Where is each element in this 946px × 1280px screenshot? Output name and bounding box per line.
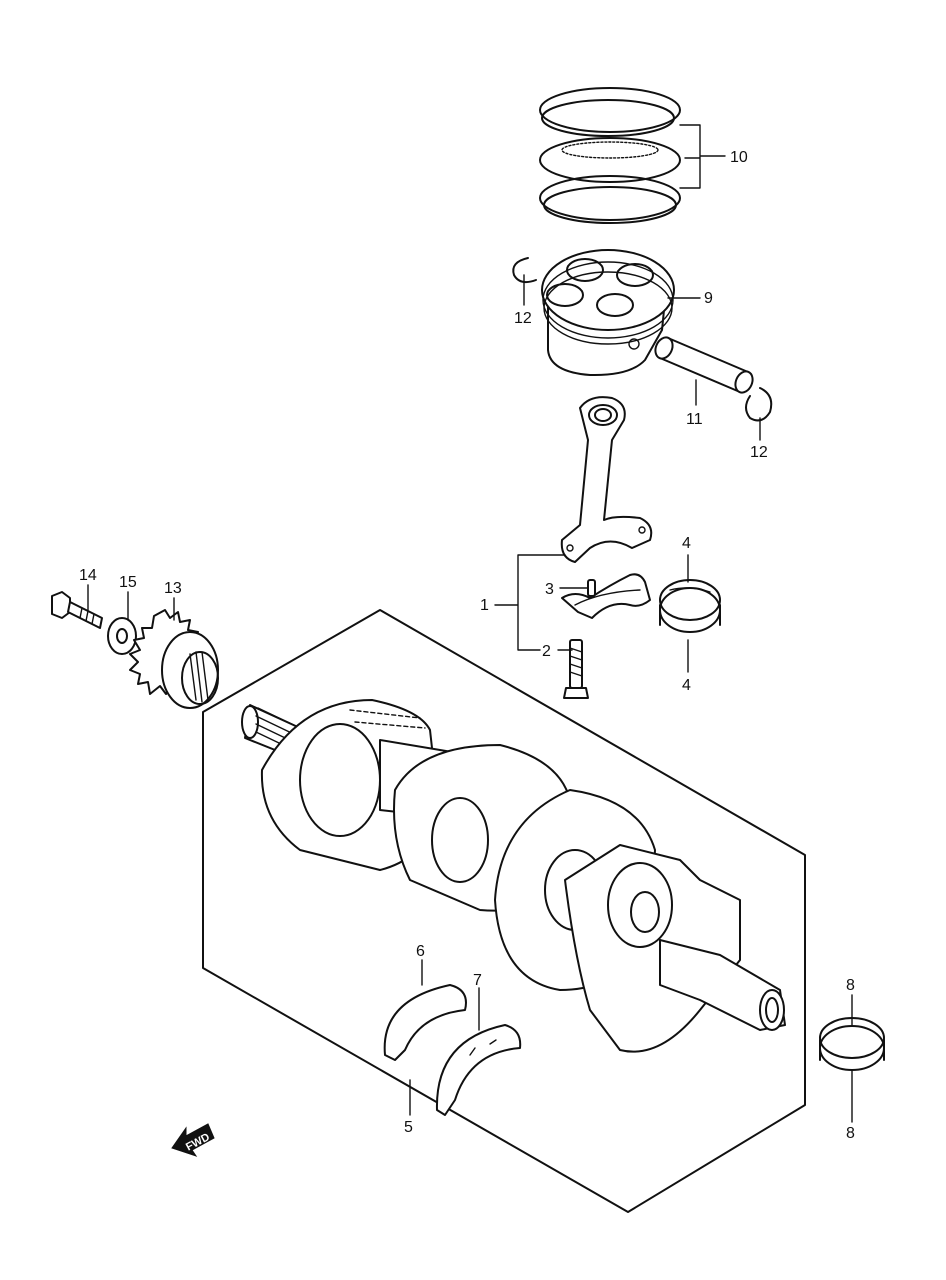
callout-15: 15 — [119, 574, 137, 591]
crank-gear — [129, 609, 219, 709]
callout-11: 11 — [686, 411, 703, 428]
rod-cap — [561, 573, 651, 619]
callout-labels: 10 9 12 11 12 4 3 1 2 4 14 15 13 6 7 5 8… — [79, 149, 855, 1142]
piston-rings — [539, 87, 681, 224]
callout-9: 9 — [704, 290, 713, 307]
callout-14: 14 — [79, 567, 97, 584]
rod-bolt — [563, 639, 589, 699]
callout-1: 1 — [480, 597, 489, 614]
callout-4-top: 4 — [682, 535, 691, 552]
callout-10: 10 — [730, 149, 748, 166]
callout-12-left: 12 — [514, 310, 532, 327]
dowel-pin — [587, 579, 596, 597]
callout-3: 3 — [545, 581, 554, 598]
assembly-frame — [202, 609, 806, 1213]
washer — [107, 617, 137, 655]
piston-pin — [654, 336, 754, 394]
connecting-rod — [560, 396, 653, 563]
piston — [541, 249, 675, 377]
thrust-washer-7 — [435, 1024, 522, 1116]
thrust-washer-6 — [383, 984, 467, 1061]
callout-4-bottom: 4 — [682, 677, 691, 694]
callout-13: 13 — [164, 580, 182, 597]
big-end-bearing — [659, 579, 721, 633]
callout-6: 6 — [416, 943, 425, 960]
callout-12-right: 12 — [750, 444, 768, 461]
gear-bolt — [51, 591, 103, 629]
main-bearing — [819, 1017, 885, 1071]
callout-5: 5 — [404, 1119, 413, 1136]
callout-8-top: 8 — [846, 977, 855, 994]
leader-lines — [87, 124, 853, 1123]
crankshaft — [241, 699, 786, 1053]
circlip-right — [745, 387, 773, 422]
callout-2: 2 — [542, 643, 551, 660]
callout-7: 7 — [473, 972, 482, 989]
callout-8-bottom: 8 — [846, 1125, 855, 1142]
arrow-fwd-icon: FWD — [171, 1123, 215, 1157]
circlip-left — [512, 257, 537, 284]
